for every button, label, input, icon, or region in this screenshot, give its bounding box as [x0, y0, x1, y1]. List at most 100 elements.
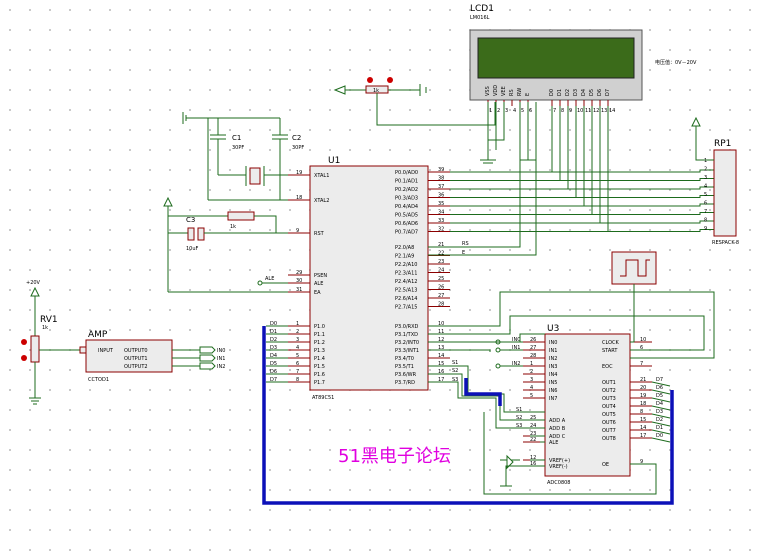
- adc-pin-number: 5: [530, 393, 533, 399]
- rs-net-label: RS: [462, 241, 469, 247]
- adc-pin-name: EOC: [602, 364, 613, 370]
- clock-generator[interactable]: [611, 251, 657, 343]
- amp-cctod1[interactable]: AMP INPUT OUTPUT0 OUTPUT1 OUTPUT2 CCTOD1…: [79, 330, 225, 383]
- adc-pin-name: IN7: [549, 396, 557, 402]
- mcu-pin-name: P2.3/A11: [395, 271, 417, 277]
- watermark: 51黑电子论坛: [338, 446, 451, 467]
- p1-net-label: D0: [270, 321, 277, 327]
- ale-net-label: ALE: [265, 276, 274, 282]
- lcd-pin-name: E: [525, 93, 531, 96]
- mcu-pin-name: P3.7/RD: [395, 380, 415, 386]
- mcu-pin-number: 5: [296, 353, 299, 359]
- lcd-pin-number: 11: [585, 108, 591, 114]
- amp-pin-out0: OUTPUT0: [124, 348, 148, 354]
- s2-net-label: S2: [452, 368, 458, 374]
- rv1-potentiometer[interactable]: +20V RV1 1k: [21, 280, 80, 405]
- mcu-pin-name: P1.1: [314, 332, 325, 338]
- amp-pin-out2: OUTPUT2: [124, 364, 148, 370]
- lcd-pin-name: RW: [517, 88, 523, 96]
- adc-pin-number: 7: [640, 361, 643, 367]
- net-port-icon: [199, 362, 216, 370]
- adc-in-terminal: [495, 347, 501, 353]
- lcd-model: LM016L: [470, 15, 490, 21]
- c2-ref: C2: [292, 134, 301, 142]
- mcu-pin-name: P2.2/A10: [395, 262, 417, 268]
- p0-wire: [450, 106, 577, 198]
- adc-pin-number: 19: [640, 393, 646, 399]
- lcd-pin-name: RS: [509, 89, 515, 96]
- adc-pin-name: OUT3: [602, 396, 616, 402]
- lcd-lm016l[interactable]: LCD1 LM016L 电压值：0V－20V VSS1VDD2VEE3RS4RW…: [469, 4, 697, 114]
- adc-pin-number: 2: [530, 369, 533, 375]
- r1-value: 1k: [230, 224, 236, 230]
- contrast-potentiometer[interactable]: 1k: [333, 77, 496, 126]
- lcd-control-wires: [428, 102, 537, 256]
- mcu-pin-number: 12: [438, 337, 444, 343]
- adc-in-net: IN2: [512, 361, 520, 367]
- mcu-pin-name: P0.6/AD6: [395, 221, 418, 227]
- adc-pin-name: ADD A: [549, 418, 566, 424]
- adc-pin-name: START: [602, 348, 618, 354]
- rp1-pin-number: 5: [704, 192, 707, 198]
- mcu-pin-name: XTAL1: [314, 173, 329, 179]
- adc-addr-net: S2: [516, 415, 522, 421]
- power-arrow-icon: [333, 85, 346, 95]
- clock-body: [611, 251, 657, 285]
- adc-in-net: IN0: [512, 337, 520, 343]
- adc-pin-number: 1: [530, 361, 533, 367]
- adc-pin-number: 15: [640, 417, 646, 423]
- adc-pin-name: IN5: [549, 380, 557, 386]
- lcd-pin-name: VDD: [493, 85, 499, 96]
- mcu-pin-number: 11: [438, 329, 444, 335]
- lcd-pin-number: 13: [601, 108, 607, 114]
- mcu-pin-number: 7: [296, 369, 299, 375]
- mcu-pin-name: P1.5: [314, 364, 325, 370]
- adc-ref: U3: [547, 324, 559, 334]
- mcu-pin-number: 9: [296, 228, 299, 234]
- mcu-model: AT89C51: [312, 395, 334, 401]
- c1-ref: C1: [232, 134, 241, 142]
- adc-pin-number: 16: [530, 461, 536, 467]
- adc-pin-name: OUT2: [602, 388, 616, 394]
- adc-body: [544, 333, 631, 477]
- adc-pin-name: OUT7: [602, 428, 616, 434]
- c3-value: 10uF: [186, 246, 199, 252]
- mcu-pin-name: P0.1/AD1: [395, 179, 418, 185]
- pot-probe-left-icon: [367, 77, 373, 83]
- adc-pin-name: OUT5: [602, 412, 616, 418]
- lcd-pin-name: D0: [549, 89, 555, 96]
- lcd-pin-number: 9: [569, 108, 572, 114]
- p0-wire: [450, 106, 553, 173]
- mcu-pin-name: P0.2/AD2: [395, 187, 418, 193]
- mcu-pin-name: P0.3/AD3: [395, 196, 418, 202]
- p0-wire: [450, 106, 585, 207]
- mcu-pin-number: 10: [438, 321, 444, 327]
- mcu-pin-number: 33: [438, 218, 444, 224]
- p0-wire: [450, 106, 601, 224]
- s3-net-label: S3: [452, 377, 458, 383]
- mcu-pin-number: 3: [296, 337, 299, 343]
- adc-in-net: IN1: [512, 345, 520, 351]
- mcu-pin-number: 32: [438, 227, 444, 233]
- mcu-pin-number: 28: [438, 302, 444, 308]
- adc-out-net: D5: [656, 393, 663, 399]
- adc-in-terminal: [495, 363, 501, 369]
- supply-arrow-icon: [30, 286, 40, 297]
- mcu-pin-name: P0.5/AD5: [395, 213, 418, 219]
- mcu-pin-name: P0.7/AD7: [395, 230, 418, 236]
- lcd-pin-number: 3: [505, 108, 508, 114]
- adc-pin-name: OUT1: [602, 380, 616, 386]
- adc-out-net: D6: [656, 385, 663, 391]
- adc-pin-name: IN3: [549, 364, 557, 370]
- p0-data-wires: [450, 106, 714, 232]
- adc-out-net: D3: [656, 409, 663, 415]
- mcu-pin-number: 35: [438, 201, 444, 207]
- lcd-pin-number: 14: [609, 108, 615, 114]
- mcu-pin-number: 21: [438, 242, 444, 248]
- rp1-pin-number: 2: [704, 167, 707, 173]
